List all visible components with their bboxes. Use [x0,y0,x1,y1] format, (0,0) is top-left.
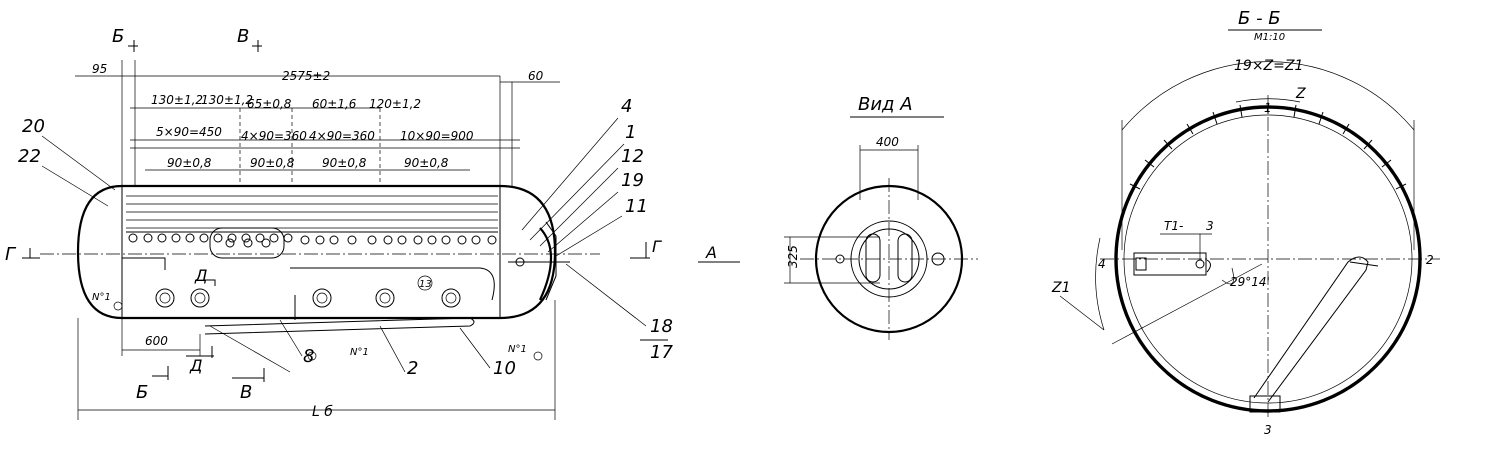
callout-10: 10 [493,358,516,379]
callouts: 20 22 4 1 12 19 11 18 17 10 2 8 [18,96,673,379]
section-bb-scale: M1:10 [1254,32,1285,43]
section-bb: Б - Б M1:10 19×Z=Z1 Z Z [1051,8,1440,437]
heater-flange [209,227,285,259]
view-a: А Вид А 400 325 [698,94,978,340]
note-n1c: N°1 [508,344,527,355]
dim-90c: 90±0,8 [322,156,367,170]
dim-90d: 90±0,8 [404,156,449,170]
dim-65: 65±0,8 [247,97,292,111]
dim-4x90a: 4×90=360 [241,129,307,143]
dim-600: 600 [145,334,168,348]
callout-17: 17 [650,342,673,363]
dim-90a: 90±0,8 [167,156,212,170]
dim-60b: 60±1,6 [312,97,357,111]
dim-60: 60 [528,69,544,83]
callout-18: 18 [650,316,673,337]
section-b-bottom: Б [136,382,148,403]
dim-z: Z [1295,86,1306,102]
callout-19: 19 [621,170,644,191]
side-elevation: 13 [5,26,673,420]
label-t1: T1- [1164,219,1183,233]
internal-pipe [204,317,475,335]
dim-90b: 90±0,8 [250,156,295,170]
section-g-left: Г [5,244,17,265]
dim-10x90: 10×90=900 [400,129,474,143]
callout-11: 11 [625,196,648,217]
view-a-arrow-letter: А [705,243,717,262]
dim-400: 400 [876,135,899,149]
label-t1-3: 3 [1206,219,1214,233]
dim-95: 95 [92,62,107,76]
callout-2: 2 [407,358,418,379]
callout-12: 12 [621,146,644,167]
section-b-top: Б [112,26,124,47]
tick-marks [1129,102,1407,190]
section-bb-title: Б - Б [1238,8,1281,29]
callout-22: 22 [18,146,41,167]
section-pt-1: 1 [1264,101,1272,115]
hole-row [128,233,497,245]
section-v-top: В [237,26,249,47]
section-pt-3: 3 [1264,423,1272,437]
inlet-pipe [1133,252,1207,276]
end-cover [538,227,552,301]
section-d-top: Д [194,266,208,285]
section-d-bottom: Д [189,356,203,375]
section-g-right: Г [652,237,662,256]
riser-pipe [1253,256,1369,403]
dim-lb: L б [312,404,333,420]
note-n1a: N°1 [92,292,111,303]
callout-1: 1 [625,122,636,143]
dim-325: 325 [786,245,800,268]
note-n1b: N°1 [350,347,369,358]
nozzle-mark-13: 13 [419,279,432,290]
section-v-bottom: В [240,382,252,403]
callout-4: 4 [621,96,632,117]
vessel-outline [76,184,557,320]
callout-20: 20 [22,116,45,137]
dimension-lines [75,60,560,420]
lower-nozzles: 13 [113,275,543,361]
section-pt-2: 2 [1426,253,1434,267]
dim-5x90: 5×90=450 [156,125,222,139]
dim-130a: 130±1,2 [151,93,203,107]
dim-130b: 130±1,2 [201,93,253,107]
dim-2575: 2575±2 [282,69,330,83]
dim-120: 120±1,2 [369,97,421,111]
view-a-title: Вид А [858,94,913,115]
section-pt-4: 4 [1098,257,1106,271]
tube-bundle [126,195,498,233]
dim-4x90b: 4×90=360 [309,129,375,143]
callout-8: 8 [303,346,314,367]
dim-z1-formula: 19×Z=Z1 [1234,58,1303,74]
dim-z1-side: Z1 [1051,280,1071,296]
dim-angle: 29°14' [1230,275,1270,289]
